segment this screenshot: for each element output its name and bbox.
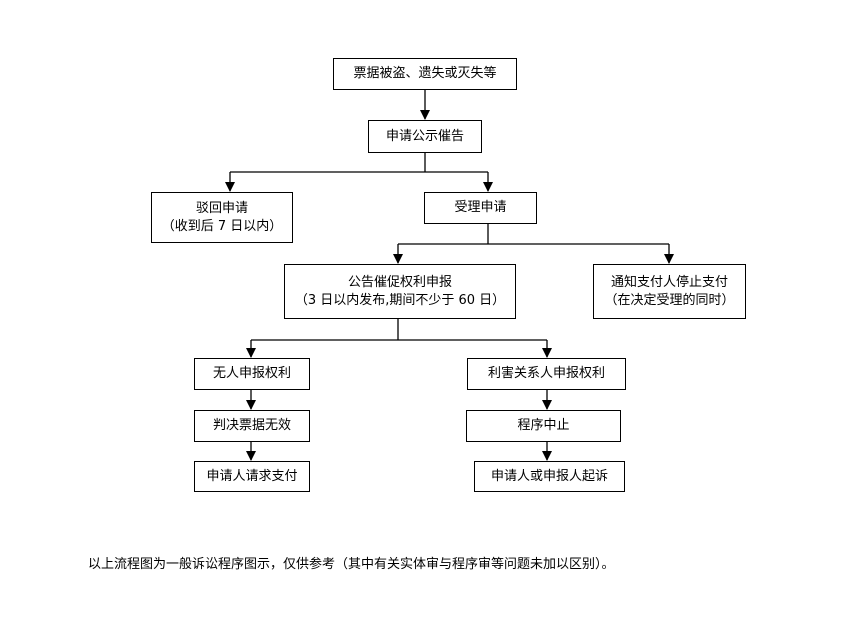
node-reject-line1: 驳回申请 xyxy=(195,200,248,216)
node-reject: 驳回申请 （收到后 7 日以内） xyxy=(151,192,293,243)
node-announce-line2: （3 日以内发布,期间不少于 60 日） xyxy=(294,292,506,308)
node-void-judgment: 判决票据无效 xyxy=(194,410,310,442)
node-apply-notice: 申请公示催告 xyxy=(368,120,482,153)
node-interested-claim: 利害关系人申报权利 xyxy=(467,358,626,390)
node-lawsuit: 申请人或申报人起诉 xyxy=(474,461,625,492)
node-no-claim-label: 无人申报权利 xyxy=(212,366,291,381)
node-procedure-suspended-label: 程序中止 xyxy=(517,418,570,433)
node-notify-payer-line1: 通知支付人停止支付 xyxy=(610,274,728,290)
node-accept: 受理申请 xyxy=(424,192,537,224)
node-notify-payer-line2: （在决定受理的同时） xyxy=(604,292,735,308)
node-procedure-suspended: 程序中止 xyxy=(466,410,621,442)
node-lawsuit-label: 申请人或申报人起诉 xyxy=(490,468,608,484)
node-interested-claim-label: 利害关系人申报权利 xyxy=(487,366,605,381)
node-void-judgment-label: 判决票据无效 xyxy=(212,418,291,433)
node-applicant-payment: 申请人请求支付 xyxy=(194,461,310,492)
node-accept-label: 受理申请 xyxy=(454,200,507,215)
node-loss: 票据被盗、遗失或灭失等 xyxy=(333,58,517,90)
node-announce: 公告催促权利申报 （3 日以内发布,期间不少于 60 日） xyxy=(284,264,516,319)
node-announce-line1: 公告催促权利申报 xyxy=(347,274,452,290)
node-applicant-payment-label: 申请人请求支付 xyxy=(206,468,298,484)
node-no-claim: 无人申报权利 xyxy=(194,358,310,390)
footnote: 以上流程图为一般诉讼程序图示，仅供参考（其中有关实体审与程序审等问题未加以区别）… xyxy=(88,557,615,572)
node-reject-line2: （收到后 7 日以内） xyxy=(161,218,283,234)
node-loss-label: 票据被盗、遗失或灭失等 xyxy=(353,66,497,81)
node-notify-payer: 通知支付人停止支付 （在决定受理的同时） xyxy=(593,264,746,319)
node-apply-notice-label: 申请公示催告 xyxy=(385,128,464,144)
